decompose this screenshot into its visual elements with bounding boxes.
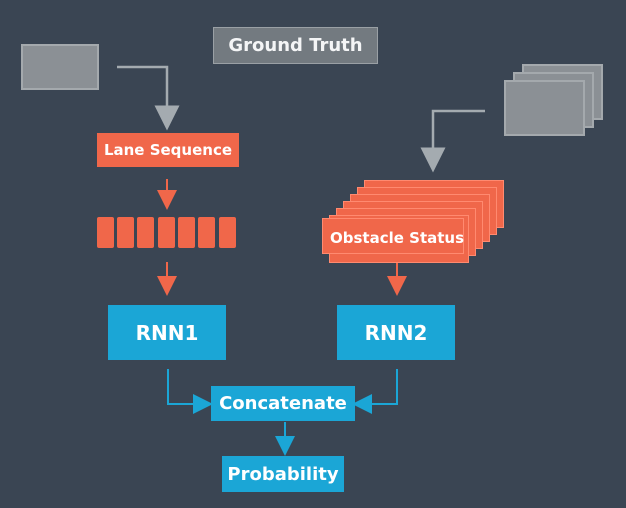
- sequence-cell: [97, 217, 114, 248]
- arrow-rnn2-to-concatenate: [352, 369, 398, 414]
- concatenate-box: Concatenate: [211, 386, 355, 421]
- obstacle-status-sheet-front: [322, 218, 464, 254]
- obstacle-status-label: Obstacle Status: [330, 229, 465, 247]
- arrow-image-to-lane-sequence: [117, 65, 180, 131]
- sequence-cell: [219, 217, 236, 248]
- probability-box: Probability: [222, 456, 344, 492]
- rnn2-box: RNN2: [337, 305, 455, 360]
- sequence-cell: [117, 217, 134, 248]
- arrow-images-to-obstacle-status: [420, 109, 485, 173]
- stacked-image-front: [504, 80, 585, 136]
- sequence-cell: [158, 217, 175, 248]
- sequence-cell: [198, 217, 215, 248]
- arrow-rnn1-to-concatenate: [167, 369, 213, 414]
- lane-sequence-box: Lane Sequence: [97, 133, 239, 167]
- sequence-cell: [137, 217, 154, 248]
- input-image-placeholder: [21, 44, 99, 90]
- ground-truth-label: Ground Truth: [213, 27, 378, 64]
- sequence-cell: [178, 217, 195, 248]
- rnn1-box: RNN1: [108, 305, 226, 360]
